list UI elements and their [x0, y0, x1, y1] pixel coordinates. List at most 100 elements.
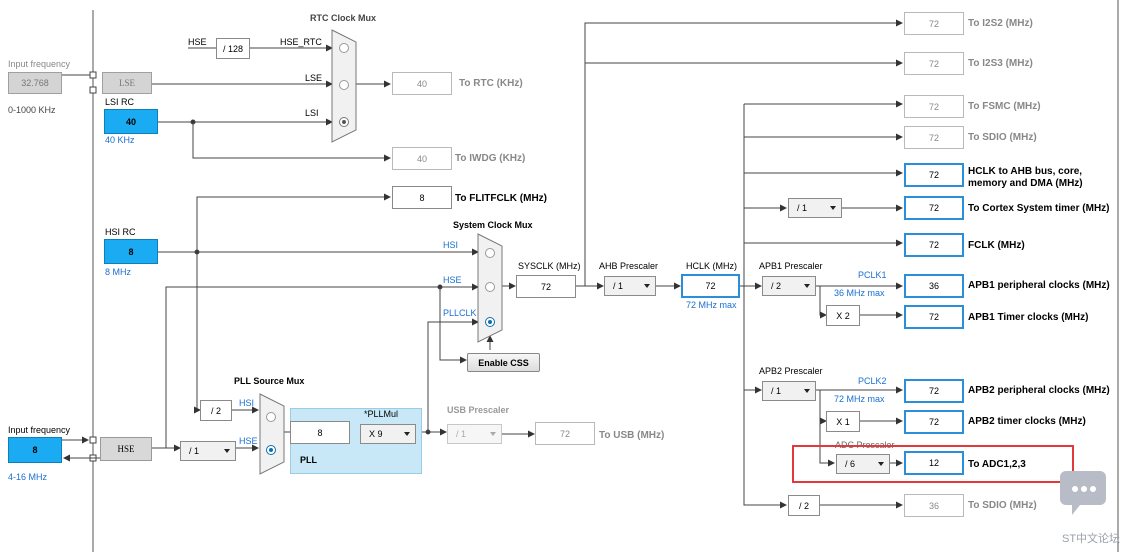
hclk-max: 72 MHz max [686, 300, 737, 310]
sysmux-hse-label: HSE [443, 275, 462, 285]
hclk-ahb-label: HCLK to AHB bus, core, [968, 166, 1083, 177]
hsi-rc-label: HSI RC [105, 227, 136, 237]
rtc-clock-mux-title: RTC Clock Mux [310, 13, 377, 23]
hse-rtc-label: HSE_RTC [280, 37, 322, 47]
hse-input-frequency-field[interactable]: 8 [8, 437, 62, 463]
apb2-timer-multiplier: X 1 [826, 411, 860, 432]
hclk-ahb-value[interactable]: 72 [904, 163, 964, 187]
apb2-prescaler-value: / 1 [771, 386, 782, 396]
usb-prescaler-title: USB Prescaler [447, 405, 510, 415]
apb1-timer-multiplier: X 2 [826, 305, 860, 326]
apb1-timer-label: APB1 Timer clocks (MHz) [968, 312, 1089, 323]
usb-value: 72 [535, 422, 595, 445]
adc-prescaler-value: / 6 [845, 459, 856, 469]
pll-src-hse-label: HSE [239, 436, 258, 446]
pll-source-mux [259, 393, 285, 475]
fsmc-value: 72 [904, 95, 964, 118]
adc-value[interactable]: 12 [904, 451, 964, 475]
system-clock-mux [477, 233, 503, 343]
lsi-frequency: 40 KHz [105, 135, 135, 145]
rtc-hse-label: HSE [188, 37, 207, 47]
iwdg-value: 40 [392, 147, 452, 170]
hse-prediv-dropdown[interactable]: / 1 [180, 441, 236, 461]
watermark-text: ST中文论坛 [1062, 533, 1121, 545]
pllmul-label: *PLLMul [364, 409, 399, 419]
sysclk-value: 72 [516, 275, 576, 298]
apb1-prescaler-label: APB1 Prescaler [759, 261, 823, 271]
apb2-peripheral-value[interactable]: 72 [904, 379, 964, 403]
pclk1-label: PCLK1 [858, 270, 887, 280]
adc-prescaler-dropdown[interactable]: / 6 [836, 454, 890, 474]
rtc-lsi-label: LSI [305, 108, 319, 118]
apb1-peripheral-label: APB1 peripheral clocks (MHz) [968, 280, 1110, 291]
sdio-ahb-label: To SDIO (MHz) [968, 132, 1037, 143]
ahb-prescaler-dropdown[interactable]: / 1 [604, 276, 656, 296]
apb1-timer-value[interactable]: 72 [904, 305, 964, 329]
chevron-down-icon [878, 462, 884, 466]
cortex-timer-value[interactable]: 72 [904, 196, 964, 220]
chat-bubble-icon [1060, 471, 1106, 515]
pllmul-value: X 9 [369, 429, 383, 439]
apb1-prescaler-dropdown[interactable]: / 2 [762, 276, 816, 296]
hse-range: 4-16 MHz [8, 472, 48, 482]
lsi-rc-value[interactable]: 40 [104, 109, 158, 134]
ahb-prescaler-label: AHB Prescaler [599, 261, 659, 271]
sdio-apb2-value: 36 [904, 494, 964, 517]
chevron-down-icon [830, 206, 836, 210]
hse-div128-box: / 128 [216, 38, 250, 59]
pllmul-dropdown[interactable]: X 9 [360, 424, 416, 444]
i2s2-label: To I2S2 (MHz) [968, 18, 1033, 29]
flitfclk-output-label: To FLITFCLK (MHz) [455, 193, 548, 204]
sdio-ahb-value: 72 [904, 126, 964, 149]
pclk1-max: 36 MHz max [834, 288, 885, 298]
cortex-timer-label: To Cortex System timer (MHz) [968, 203, 1110, 214]
apb1-peripheral-value[interactable]: 36 [904, 274, 964, 298]
hsi-div2-box: / 2 [200, 400, 232, 421]
flitfclk-value: 8 [392, 186, 452, 209]
fsmc-label: To FSMC (MHz) [968, 101, 1041, 112]
usb-prescaler-dropdown[interactable]: / 1 [447, 424, 502, 444]
hse-prediv-value: / 1 [189, 446, 200, 456]
i2s3-value: 72 [904, 52, 964, 75]
sysclk-label: SYSCLK (MHz) [518, 261, 581, 271]
hclk-label: HCLK (MHz) [686, 261, 737, 271]
pll-label: PLL [300, 455, 317, 465]
system-clock-mux-title: System Clock Mux [453, 220, 533, 230]
apb2-timer-value[interactable]: 72 [904, 410, 964, 434]
chevron-down-icon [804, 389, 810, 393]
sysmux-hsi-label: HSI [443, 240, 459, 250]
chevron-down-icon [644, 284, 650, 288]
cortex-timer-divider-value: / 1 [797, 203, 808, 213]
hsi-frequency: 8 MHz [105, 267, 132, 277]
rtc-clock-mux [331, 29, 357, 143]
chevron-down-icon [404, 432, 410, 436]
apb2-timer-label: APB2 timer clocks (MHz) [968, 416, 1086, 427]
apb2-prescaler-label: APB2 Prescaler [759, 366, 823, 376]
apb2-peripheral-label: APB2 peripheral clocks (MHz) [968, 385, 1110, 396]
chevron-down-icon [490, 432, 496, 436]
rtc-value: 40 [392, 72, 452, 95]
lse-range: 0-1000 KHz [8, 105, 56, 115]
enable-css-button[interactable]: Enable CSS [467, 353, 540, 372]
lsi-rc-label: LSI RC [105, 97, 135, 107]
chevron-down-icon [804, 284, 810, 288]
sysmux-pllclk-label: PLLCLK [443, 308, 477, 318]
hclk-ahb-label-line2: memory and DMA (MHz) [968, 178, 1083, 189]
hsi-rc-value[interactable]: 8 [104, 239, 158, 264]
lse-input-frequency-field[interactable]: 32.768 [8, 72, 62, 94]
cortex-timer-divider-dropdown[interactable]: / 1 [788, 198, 842, 218]
hclk-value[interactable]: 72 [681, 274, 740, 298]
lse-source-box: LSE [102, 72, 152, 94]
fclk-value[interactable]: 72 [904, 233, 964, 257]
usb-prescaler-value: / 1 [456, 429, 467, 439]
i2s3-label: To I2S3 (MHz) [968, 58, 1033, 69]
pclk2-max: 72 MHz max [834, 394, 885, 404]
lse-input-frequency-label: Input frequency [8, 59, 71, 69]
chevron-down-icon [224, 449, 230, 453]
apb2-prescaler-dropdown[interactable]: / 1 [762, 381, 816, 401]
rtc-output-label: To RTC (KHz) [459, 78, 523, 89]
usb-output-label: To USB (MHz) [599, 430, 665, 441]
fclk-label: FCLK (MHz) [968, 240, 1025, 251]
